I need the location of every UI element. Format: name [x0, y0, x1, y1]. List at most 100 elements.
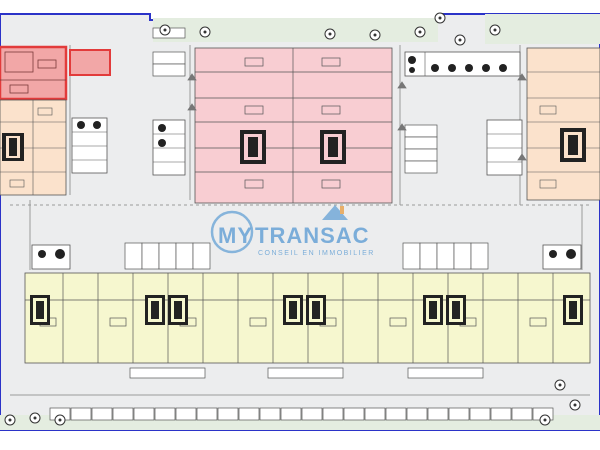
door-swing-icon — [517, 73, 527, 81]
window-mark — [249, 317, 267, 327]
parking-stall — [469, 407, 491, 421]
parking-stall — [406, 407, 428, 421]
tree-icon — [29, 412, 41, 424]
bin-icon — [549, 250, 557, 258]
watermark-brand-suffix: TRANSAC — [255, 223, 370, 248]
parking-stall — [427, 407, 449, 421]
stair-icon — [423, 295, 443, 325]
bin-area-right — [486, 119, 523, 176]
tree-icon — [569, 399, 581, 411]
stair-icon — [2, 133, 24, 161]
parking-stall — [238, 407, 260, 421]
peach-block-right — [526, 47, 600, 201]
tree-icon — [434, 12, 446, 24]
entrance-pads — [129, 367, 484, 379]
parking-stall — [322, 407, 344, 421]
window-mark — [109, 317, 127, 327]
road-markers — [187, 73, 527, 161]
parking-stall — [217, 407, 239, 421]
tree-icon — [489, 24, 501, 36]
door-swing-icon — [397, 123, 407, 131]
door-swing-icon — [397, 81, 407, 89]
bin-icon — [408, 56, 416, 64]
watermark-logo — [210, 205, 348, 254]
parking-stall — [385, 407, 407, 421]
bin-icon — [38, 250, 46, 258]
bin-icon — [482, 64, 490, 72]
bin-icon — [499, 64, 507, 72]
parking-stall — [91, 407, 113, 421]
top-right-landscape — [485, 14, 600, 44]
highlighted-lot-annex[interactable] — [69, 49, 111, 76]
highlighted-lot-details — [0, 51, 66, 94]
bin-icon — [566, 249, 576, 259]
bin-area-left2 — [152, 119, 186, 176]
trees — [4, 12, 581, 426]
parking-stall — [154, 407, 176, 421]
parking-row-mid-left — [124, 242, 211, 270]
stair-icon — [446, 295, 466, 325]
parking-stall — [301, 407, 323, 421]
tree-icon — [159, 24, 171, 36]
bin-area-top-right — [404, 51, 521, 77]
parking-stall — [511, 407, 533, 421]
watermark-chimney — [340, 206, 344, 214]
tree-icon — [554, 379, 566, 391]
door-swing-icon — [187, 73, 197, 81]
stair-icon — [320, 130, 346, 164]
bin-icon — [158, 124, 166, 132]
tree-icon — [199, 26, 211, 38]
bin-icon — [55, 249, 65, 259]
window-mark — [529, 317, 547, 327]
parking-stall — [70, 407, 92, 421]
pink-building-partitions — [195, 48, 392, 203]
parking-center-right — [404, 124, 438, 174]
parking-stall — [490, 407, 512, 421]
yellow-building-stairs — [30, 295, 583, 325]
bin-icon — [431, 64, 439, 72]
tree-icon — [414, 26, 426, 38]
top-landscape-strip — [153, 18, 438, 42]
parking-stall — [133, 407, 155, 421]
stair-icon — [30, 295, 50, 325]
tree-icon — [54, 414, 66, 426]
bin-icon — [77, 121, 85, 129]
parking-top-left — [152, 27, 186, 77]
bin-area-left — [71, 117, 108, 174]
stair-icon — [168, 295, 188, 325]
parking-row-mid-right — [402, 242, 489, 270]
bin-area-mid-right — [542, 244, 582, 270]
bin-icon — [465, 64, 473, 72]
bin-icon — [158, 139, 166, 147]
parking-stall — [112, 407, 134, 421]
parking-stall — [343, 407, 365, 421]
stair-icon — [560, 128, 586, 162]
bin-icon — [93, 121, 101, 129]
bin-icon — [409, 67, 415, 73]
tree-icon — [369, 29, 381, 41]
stair-icon — [283, 295, 303, 325]
stair-icon — [145, 295, 165, 325]
parking-stall — [364, 407, 386, 421]
road-lines — [10, 45, 590, 396]
bin-area-mid-left — [31, 244, 71, 270]
pink-building-center — [194, 47, 393, 204]
stair-icon — [306, 295, 326, 325]
stair-icon — [563, 295, 583, 325]
watermark-house-icon — [322, 205, 348, 220]
watermark-tagline: CONSEIL EN IMMOBILIER — [258, 250, 375, 257]
parking-stall — [175, 407, 197, 421]
parking-stall — [259, 407, 281, 421]
parking-stall — [280, 407, 302, 421]
door-swing-icon — [187, 103, 197, 111]
tree-icon — [4, 414, 16, 426]
parking-stall — [448, 407, 470, 421]
watermark-ring — [210, 210, 254, 254]
tree-icon — [454, 34, 466, 46]
watermark-brand-prefix: MY — [218, 223, 253, 248]
tree-icon — [324, 28, 336, 40]
tree-icon — [539, 414, 551, 426]
bin-icon — [448, 64, 456, 72]
